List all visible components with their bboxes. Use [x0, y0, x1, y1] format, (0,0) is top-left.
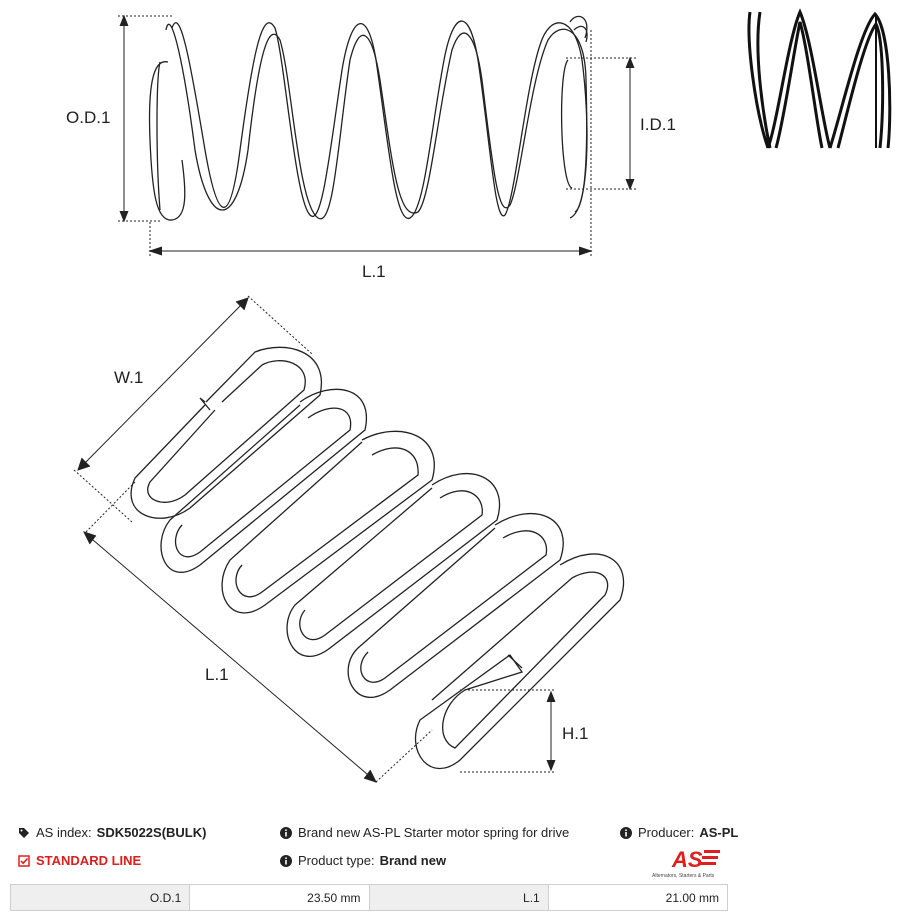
standard-line-row: STANDARD LINE	[18, 853, 141, 868]
producer-row: Producer: AS-PL	[620, 825, 738, 840]
product-type-value: Brand new	[379, 853, 447, 868]
width-label: W.1	[114, 368, 143, 387]
check-square-icon	[18, 854, 30, 867]
info-icon	[280, 854, 292, 867]
spec-key: O.D.1	[9, 884, 191, 911]
as-logo-mark: AS	[671, 847, 720, 872]
as-index-row: AS index: SDK5022S(BULK)	[18, 825, 206, 840]
as-index-value: SDK5022S(BULK)	[96, 825, 207, 840]
spec-value: 23.50 mm	[189, 884, 370, 911]
height-label: H.1	[562, 724, 588, 743]
standard-line-text: STANDARD LINE	[36, 853, 142, 868]
product-type-row: Product type: Brand new	[280, 853, 446, 868]
spring-photo	[747, 8, 892, 149]
product-type-label: Product type:	[298, 853, 375, 868]
specs-table: O.D.1 23.50 mm L.1 21.00 mm	[9, 884, 729, 911]
isometric-spring-view	[130, 346, 625, 770]
top-spring-view	[148, 15, 588, 221]
info-icon	[280, 826, 292, 839]
as-index-label: AS index:	[36, 825, 92, 840]
description-text: Brand new AS-PL Starter motor spring for…	[298, 825, 570, 840]
id-label: I.D.1	[640, 115, 676, 134]
top-dimensions	[118, 14, 636, 256]
bottom-dimensions	[73, 295, 556, 783]
logo-tagline: Alternators, Starters & Parts	[652, 873, 715, 879]
producer-value: AS-PL	[699, 825, 739, 840]
logo-text: AS	[671, 847, 703, 872]
info-icon	[620, 826, 632, 839]
tags-icon	[19, 827, 29, 838]
od-label: O.D.1	[66, 108, 110, 127]
table-row: O.D.1 23.50 mm L.1 21.00 mm	[9, 884, 729, 911]
spec-value: 21.00 mm	[547, 884, 729, 911]
description-row: Brand new AS-PL Starter motor spring for…	[280, 825, 569, 840]
spec-key: L.1	[368, 884, 549, 911]
producer-label: Producer:	[638, 825, 695, 840]
length-top-label: L.1	[362, 262, 386, 281]
length-bottom-label: L.1	[205, 665, 229, 684]
as-pl-logo: AS Alternators, Starters & Parts	[652, 846, 734, 879]
